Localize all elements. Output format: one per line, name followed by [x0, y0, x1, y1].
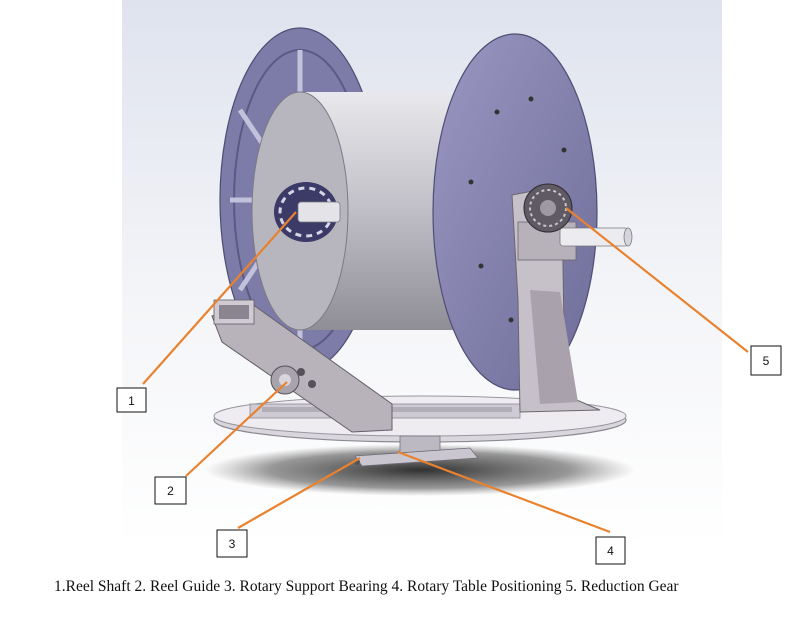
callout-5-label: 5 [763, 354, 770, 368]
leader-line-3 [237, 457, 361, 529]
callout-5: 5 [750, 345, 782, 376]
leader-line-2 [185, 381, 288, 477]
callout-4: 4 [595, 536, 626, 565]
left-support-arm [211, 299, 393, 433]
callout-2-label: 2 [167, 484, 174, 498]
leader-lines [142, 207, 749, 534]
callout-4-label: 4 [607, 544, 614, 558]
leader-line-1 [142, 211, 297, 385]
leader-line-5 [565, 207, 749, 353]
reduction-gear [523, 183, 633, 247]
right-support-frame [511, 187, 601, 413]
callout-1-label: 1 [128, 394, 135, 408]
reel-guide [270, 365, 316, 395]
leader-line-4 [397, 450, 611, 534]
callout-3-label: 3 [229, 537, 236, 551]
positioning-mechanism [354, 435, 479, 467]
floor-shadow [205, 444, 635, 496]
reel-drum [251, 91, 455, 331]
figure-caption: 1.Reel Shaft 2. Reel Guide 3. Rotary Sup… [54, 578, 679, 595]
callout-3: 3 [216, 529, 248, 558]
callout-1: 1 [116, 387, 147, 413]
reel-shaft [297, 201, 341, 223]
callout-2: 2 [154, 476, 187, 505]
